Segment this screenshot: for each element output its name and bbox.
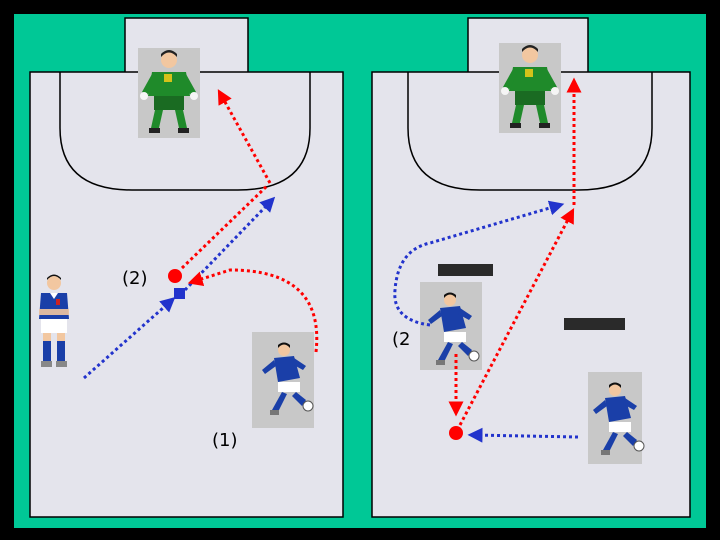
barrier xyxy=(564,318,625,330)
player-icon xyxy=(420,282,482,370)
pass-arrow xyxy=(187,268,319,353)
pass-arrow xyxy=(458,208,575,426)
label-2: (2) xyxy=(122,268,148,289)
shot-arrow xyxy=(217,89,272,184)
player-icon xyxy=(252,332,314,428)
right-goal-area-arc xyxy=(407,72,653,191)
run-marker xyxy=(174,288,185,299)
barrier xyxy=(438,264,493,276)
label-1: (1) xyxy=(212,430,238,451)
left-court: (2) (1) xyxy=(29,17,344,518)
run-arrow xyxy=(83,297,176,380)
ball-icon xyxy=(168,269,182,283)
run-arrow xyxy=(393,200,565,327)
goalkeeper-icon xyxy=(138,48,200,138)
left-goal-area-arc xyxy=(59,72,311,191)
label-2: (2 xyxy=(392,329,410,350)
pass-arrow xyxy=(180,183,270,270)
goalkeeper-icon xyxy=(499,43,561,133)
ball-icon xyxy=(449,426,463,440)
player-icon xyxy=(588,372,645,464)
left-court-area xyxy=(29,71,344,518)
right-court: (2 xyxy=(371,17,691,518)
